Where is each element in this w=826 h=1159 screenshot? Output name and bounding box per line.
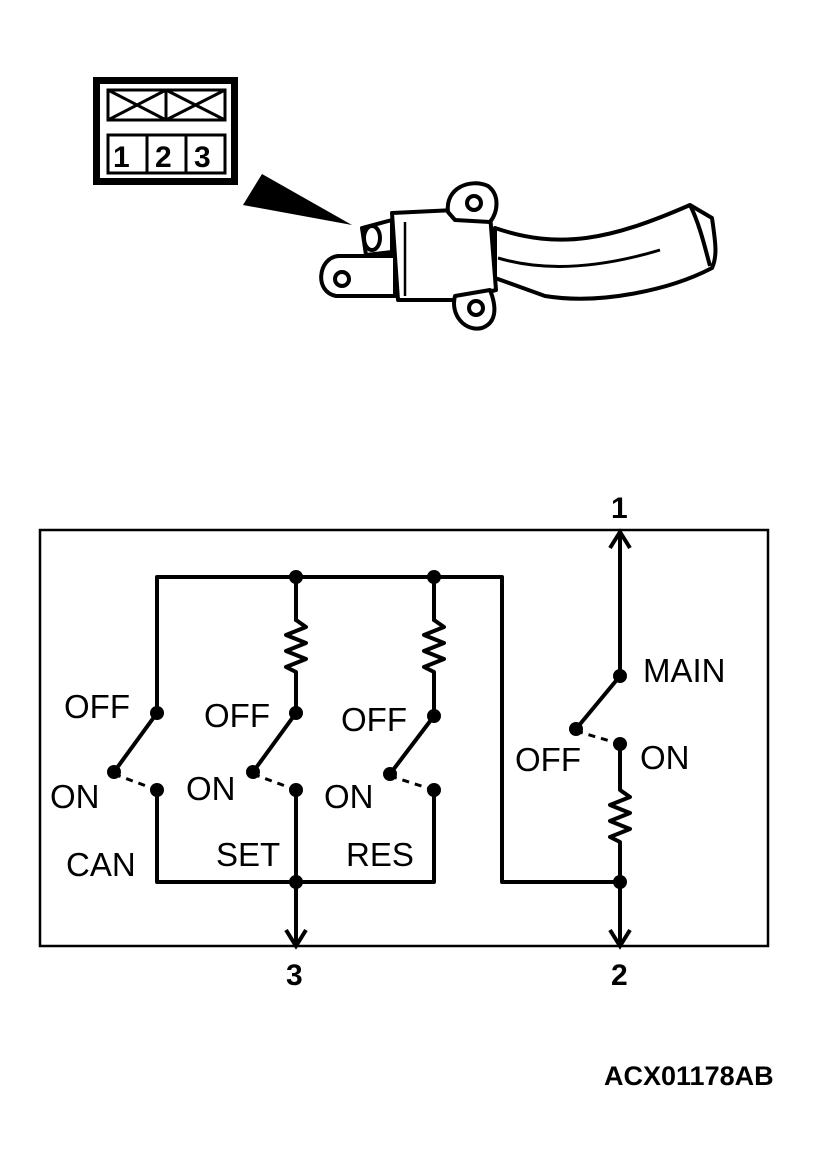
connector-pin-3: 3 <box>194 141 211 174</box>
res-switch-label: RES <box>346 836 414 873</box>
junction-dots <box>107 570 627 889</box>
circuit-wiring <box>155 528 632 950</box>
terminal-2-label: 2 <box>611 959 628 992</box>
terminal-1-label: 1 <box>611 492 628 525</box>
main-off-label: OFF <box>515 741 581 778</box>
terminal-3-label: 3 <box>286 959 303 992</box>
switch-blades <box>112 674 622 792</box>
set-off-label: OFF <box>204 697 270 734</box>
set-switch-label: SET <box>216 836 280 873</box>
res-on-label: ON <box>324 778 374 815</box>
stalk-switch-illustration <box>319 181 718 331</box>
circuit-box <box>38 528 770 948</box>
pointer-arrow <box>243 174 352 225</box>
main-on-label: ON <box>640 739 690 776</box>
figure-code: ACX01178AB <box>604 1061 774 1091</box>
figure-code-suffix: AB <box>735 1061 774 1091</box>
connector-pin-2: 2 <box>155 141 172 174</box>
can-off-label: OFF <box>64 688 130 725</box>
set-on-label: ON <box>186 770 236 807</box>
connector-pin-1: 1 <box>113 141 130 174</box>
can-on-label: ON <box>50 778 100 815</box>
can-switch-label: CAN <box>66 846 136 883</box>
connector-face: 1 2 3 <box>93 77 238 185</box>
main-switch-label: MAIN <box>643 652 726 689</box>
figure-code-main: ACX01178 <box>604 1061 735 1091</box>
res-off-label: OFF <box>341 701 407 738</box>
